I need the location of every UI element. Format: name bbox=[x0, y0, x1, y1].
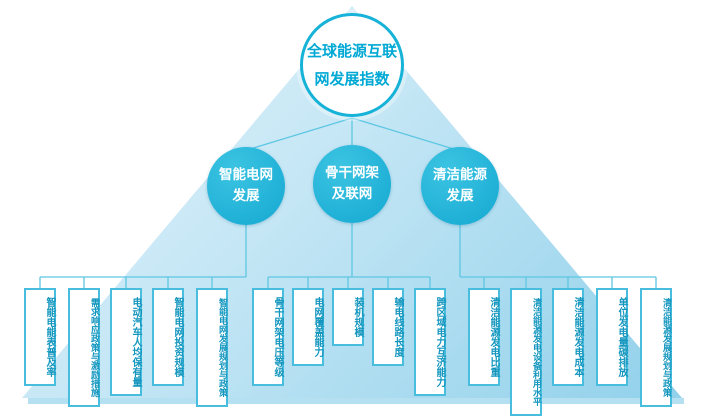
leaf-node: 骨干网架电压等级 bbox=[252, 288, 284, 386]
root-node: 全球能源互联 网发展指数 bbox=[300, 13, 404, 117]
root-node-label-line2: 网发展指数 bbox=[314, 70, 390, 88]
leaf-node: 电网覆盖能力 bbox=[292, 288, 324, 366]
leaf-node: 电动汽车人均保有量 bbox=[110, 288, 142, 396]
bottom-strip bbox=[28, 398, 684, 404]
branch-label: 发展 bbox=[232, 188, 260, 204]
leaf-node: 清洁能源发电成本 bbox=[552, 288, 584, 386]
branch-node-smart-grid: 智能电网 发展 bbox=[207, 147, 285, 225]
leaf-node: 清洁能源发电设备利用水平 bbox=[510, 288, 542, 416]
branch-label: 智能电网 bbox=[219, 167, 273, 184]
root-node-label-line1: 全球能源互联 bbox=[306, 41, 397, 60]
leaf-node: 跨区域电力互济能力 bbox=[414, 288, 446, 396]
leaf-node: 输电线路长度 bbox=[372, 288, 404, 366]
branch-node-clean-energy: 清洁能源 发展 bbox=[421, 147, 499, 225]
leaf-node: 清洁能源发电比重 bbox=[468, 288, 500, 386]
leaf-node: 智能电网发展规划与政策 bbox=[196, 288, 228, 407]
leaf-node: 单位发电量碳排放 bbox=[596, 288, 628, 386]
branch-node-backbone-grid: 骨干网架 及联网 bbox=[313, 145, 391, 223]
branch-label: 及联网 bbox=[331, 186, 373, 202]
leaf-node: 装机规模 bbox=[332, 288, 364, 346]
leaf-node: 清洁能源发展规划与政策 bbox=[640, 288, 672, 407]
leaf-node: 智能电能表普及率 bbox=[24, 288, 56, 386]
branch-label: 发展 bbox=[446, 188, 474, 204]
branch-label: 骨干网架 bbox=[325, 165, 379, 182]
leaf-node: 智能电网投资规模 bbox=[152, 288, 184, 386]
branch-label: 清洁能源 bbox=[433, 167, 487, 184]
leaf-node: 需求响应政策与激励措施 bbox=[68, 288, 100, 407]
